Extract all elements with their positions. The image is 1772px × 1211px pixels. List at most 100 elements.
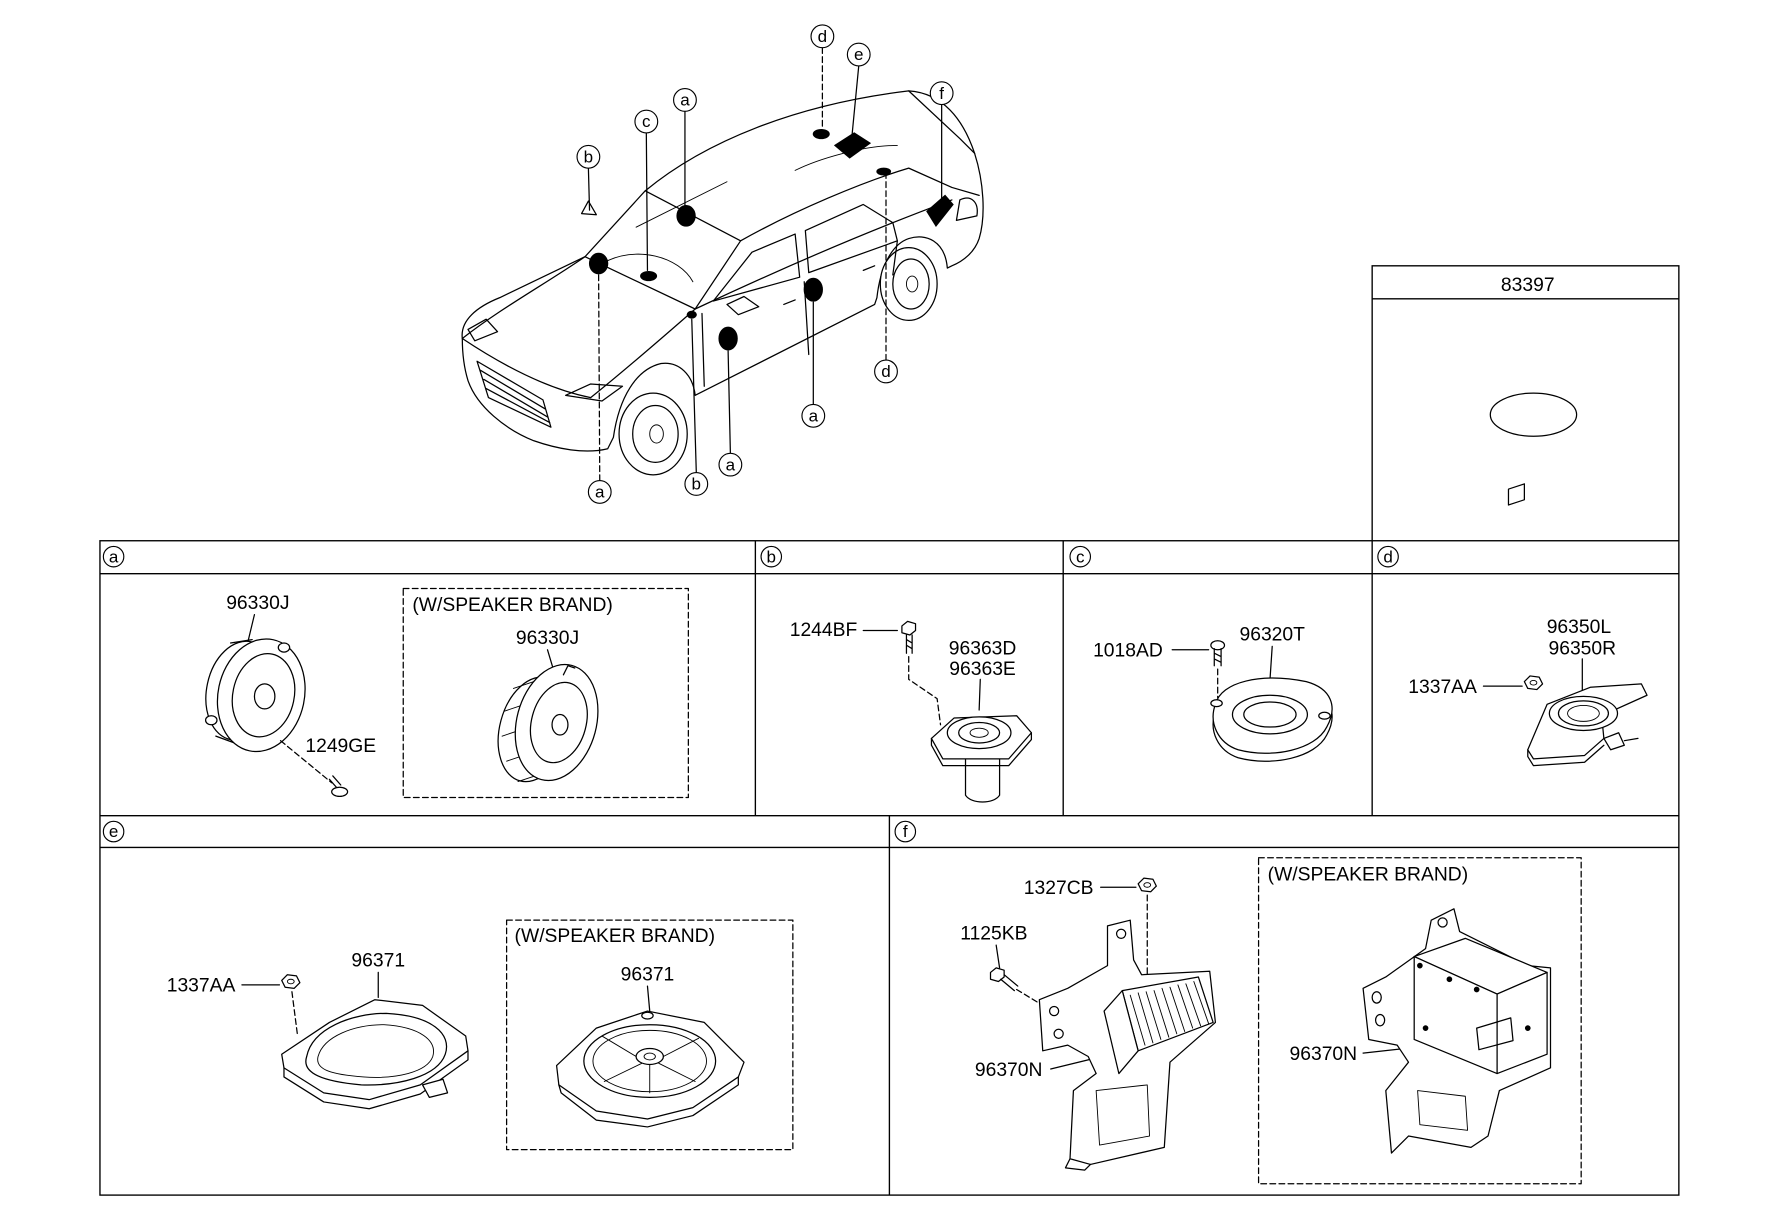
amplifier-icon bbox=[1038, 919, 1217, 1171]
brand-amplifier-icon bbox=[1362, 483, 1552, 1154]
svg-text:a: a bbox=[809, 406, 819, 425]
section-a-screw-label: 1249GE bbox=[305, 736, 376, 757]
section-e-brand-title: (W/SPEAKER BRAND) bbox=[515, 926, 715, 947]
car-callout-d-top: d bbox=[810, 24, 835, 49]
section-a-brand-title: (W/SPEAKER BRAND) bbox=[412, 595, 612, 616]
side-windows bbox=[712, 203, 898, 302]
svg-text:a: a bbox=[595, 483, 605, 502]
section-e-brand-speaker-label: 96371 bbox=[621, 964, 675, 985]
section-b: 1244BF 96363D 96363E bbox=[790, 620, 1033, 803]
rear-light bbox=[955, 197, 978, 222]
side-mirror bbox=[726, 295, 760, 316]
bolt-icon bbox=[1210, 640, 1226, 667]
section-b-bolt-label: 1244BF bbox=[790, 620, 858, 641]
section-a: 96330J 1249GE (W/SPEAKER BRAND) 96330J bbox=[204, 587, 689, 799]
door-lines bbox=[701, 240, 898, 387]
svg-text:a: a bbox=[680, 91, 690, 110]
section-e-letter: e bbox=[102, 820, 125, 843]
car-callout-e: e bbox=[846, 42, 871, 67]
svg-text:f: f bbox=[939, 84, 944, 103]
parts-table-frame bbox=[99, 540, 1680, 1196]
hood bbox=[461, 256, 696, 399]
svg-text:c: c bbox=[1076, 547, 1085, 566]
screw-icon bbox=[328, 775, 349, 797]
section-f-brand-title: (W/SPEAKER BRAND) bbox=[1268, 864, 1468, 885]
section-f: 1327CB 1125KB 96370N (W/SPEAKER BRAN bbox=[960, 483, 1582, 1185]
svg-text:e: e bbox=[854, 45, 863, 64]
section-e: 1337AA 96371 (W/SPEAKER BRAND) 96371 bbox=[167, 919, 794, 1151]
car-callout-a-rear-door: a bbox=[801, 403, 826, 428]
car-callout-b-bottom: b bbox=[684, 472, 709, 496]
brand-door-speaker-icon bbox=[497, 663, 599, 783]
section-f-nut-label: 1327CB bbox=[1024, 878, 1094, 899]
svg-text:f: f bbox=[903, 822, 908, 841]
section-b-speaker-1-label: 96363D bbox=[949, 638, 1017, 659]
section-d: 96350L 96350R 1337AA bbox=[1408, 617, 1648, 767]
center-speaker-icon bbox=[1210, 677, 1333, 762]
car-callout-c: c bbox=[634, 109, 659, 134]
car-speaker-marks bbox=[580, 128, 954, 351]
headlights bbox=[467, 318, 624, 402]
rear-speaker-icon bbox=[1527, 683, 1648, 767]
svg-text:d: d bbox=[818, 27, 827, 46]
svg-text:a: a bbox=[109, 547, 119, 566]
brand-woofer-icon bbox=[555, 1010, 745, 1128]
nut-icon bbox=[1523, 675, 1544, 691]
emblem-ellipse bbox=[1489, 392, 1578, 437]
front-wheel bbox=[618, 392, 688, 476]
svg-text:d: d bbox=[881, 362, 890, 381]
section-e-nut-label: 1337AA bbox=[167, 976, 236, 997]
section-f-brand-amplifier-label: 96370N bbox=[1290, 1044, 1358, 1065]
section-a-letter: a bbox=[102, 545, 125, 568]
car-callout-leaders bbox=[587, 47, 943, 482]
section-a-speaker-label: 96330J bbox=[226, 593, 289, 614]
car-callout-d-bottom: d bbox=[874, 359, 898, 384]
interior-lines bbox=[601, 144, 898, 283]
part-83397-number: 83397 bbox=[1501, 275, 1555, 296]
section-b-letter: b bbox=[760, 545, 783, 568]
section-d-speaker-1-label: 96350L bbox=[1547, 617, 1612, 638]
woofer-icon bbox=[281, 999, 469, 1110]
svg-text:b: b bbox=[767, 547, 776, 566]
car-callout-b-top: b bbox=[576, 144, 601, 169]
svg-text:e: e bbox=[109, 822, 118, 841]
section-c-letter: c bbox=[1069, 545, 1092, 568]
rear-wheel bbox=[879, 247, 938, 321]
section-d-letter: d bbox=[1377, 545, 1399, 568]
car-callout-a-bottom: a bbox=[587, 479, 612, 504]
roof bbox=[739, 90, 980, 242]
tweeter-icon bbox=[930, 715, 1033, 803]
svg-text:b: b bbox=[584, 147, 593, 166]
car-callout-a-roof: a bbox=[673, 88, 697, 112]
svg-text:b: b bbox=[692, 475, 701, 494]
grille bbox=[476, 360, 552, 428]
section-f-bolt-label: 1125KB bbox=[960, 923, 1027, 944]
svg-text:d: d bbox=[1383, 547, 1392, 566]
nut-icon bbox=[281, 974, 301, 989]
car-callout-f: f bbox=[929, 81, 954, 106]
section-f-brand-box bbox=[1257, 857, 1582, 1185]
svg-text:a: a bbox=[726, 455, 736, 474]
section-e-speaker-label: 96371 bbox=[351, 951, 405, 972]
section-b-speaker-2-label: 96363E bbox=[949, 659, 1016, 680]
door-speaker-icon bbox=[204, 638, 306, 753]
section-e-brand-box bbox=[505, 919, 794, 1151]
car-callout-a-front-door: a bbox=[718, 452, 743, 477]
section-a-brand-speaker-label: 96330J bbox=[516, 628, 579, 649]
section-f-amplifier-label: 96370N bbox=[975, 1060, 1043, 1081]
bolt-icon bbox=[901, 620, 917, 654]
beltline bbox=[694, 199, 953, 310]
car-body-outline bbox=[461, 90, 984, 452]
section-c: 1018AD 96320T bbox=[1093, 625, 1333, 762]
section-c-speaker-label: 96320T bbox=[1239, 625, 1305, 646]
bolt-icon bbox=[989, 967, 1019, 992]
part-83397-box: 83397 bbox=[1371, 265, 1680, 541]
section-d-nut-label: 1337AA bbox=[1408, 677, 1477, 698]
car-illustration: d e f a c b d a a b a bbox=[461, 24, 984, 504]
nut-icon bbox=[1137, 877, 1157, 893]
svg-text:c: c bbox=[642, 112, 651, 131]
section-c-bolt-label: 1018AD bbox=[1093, 641, 1163, 662]
section-f-letter: f bbox=[894, 820, 917, 843]
section-d-speaker-2-label: 96350R bbox=[1549, 638, 1617, 659]
